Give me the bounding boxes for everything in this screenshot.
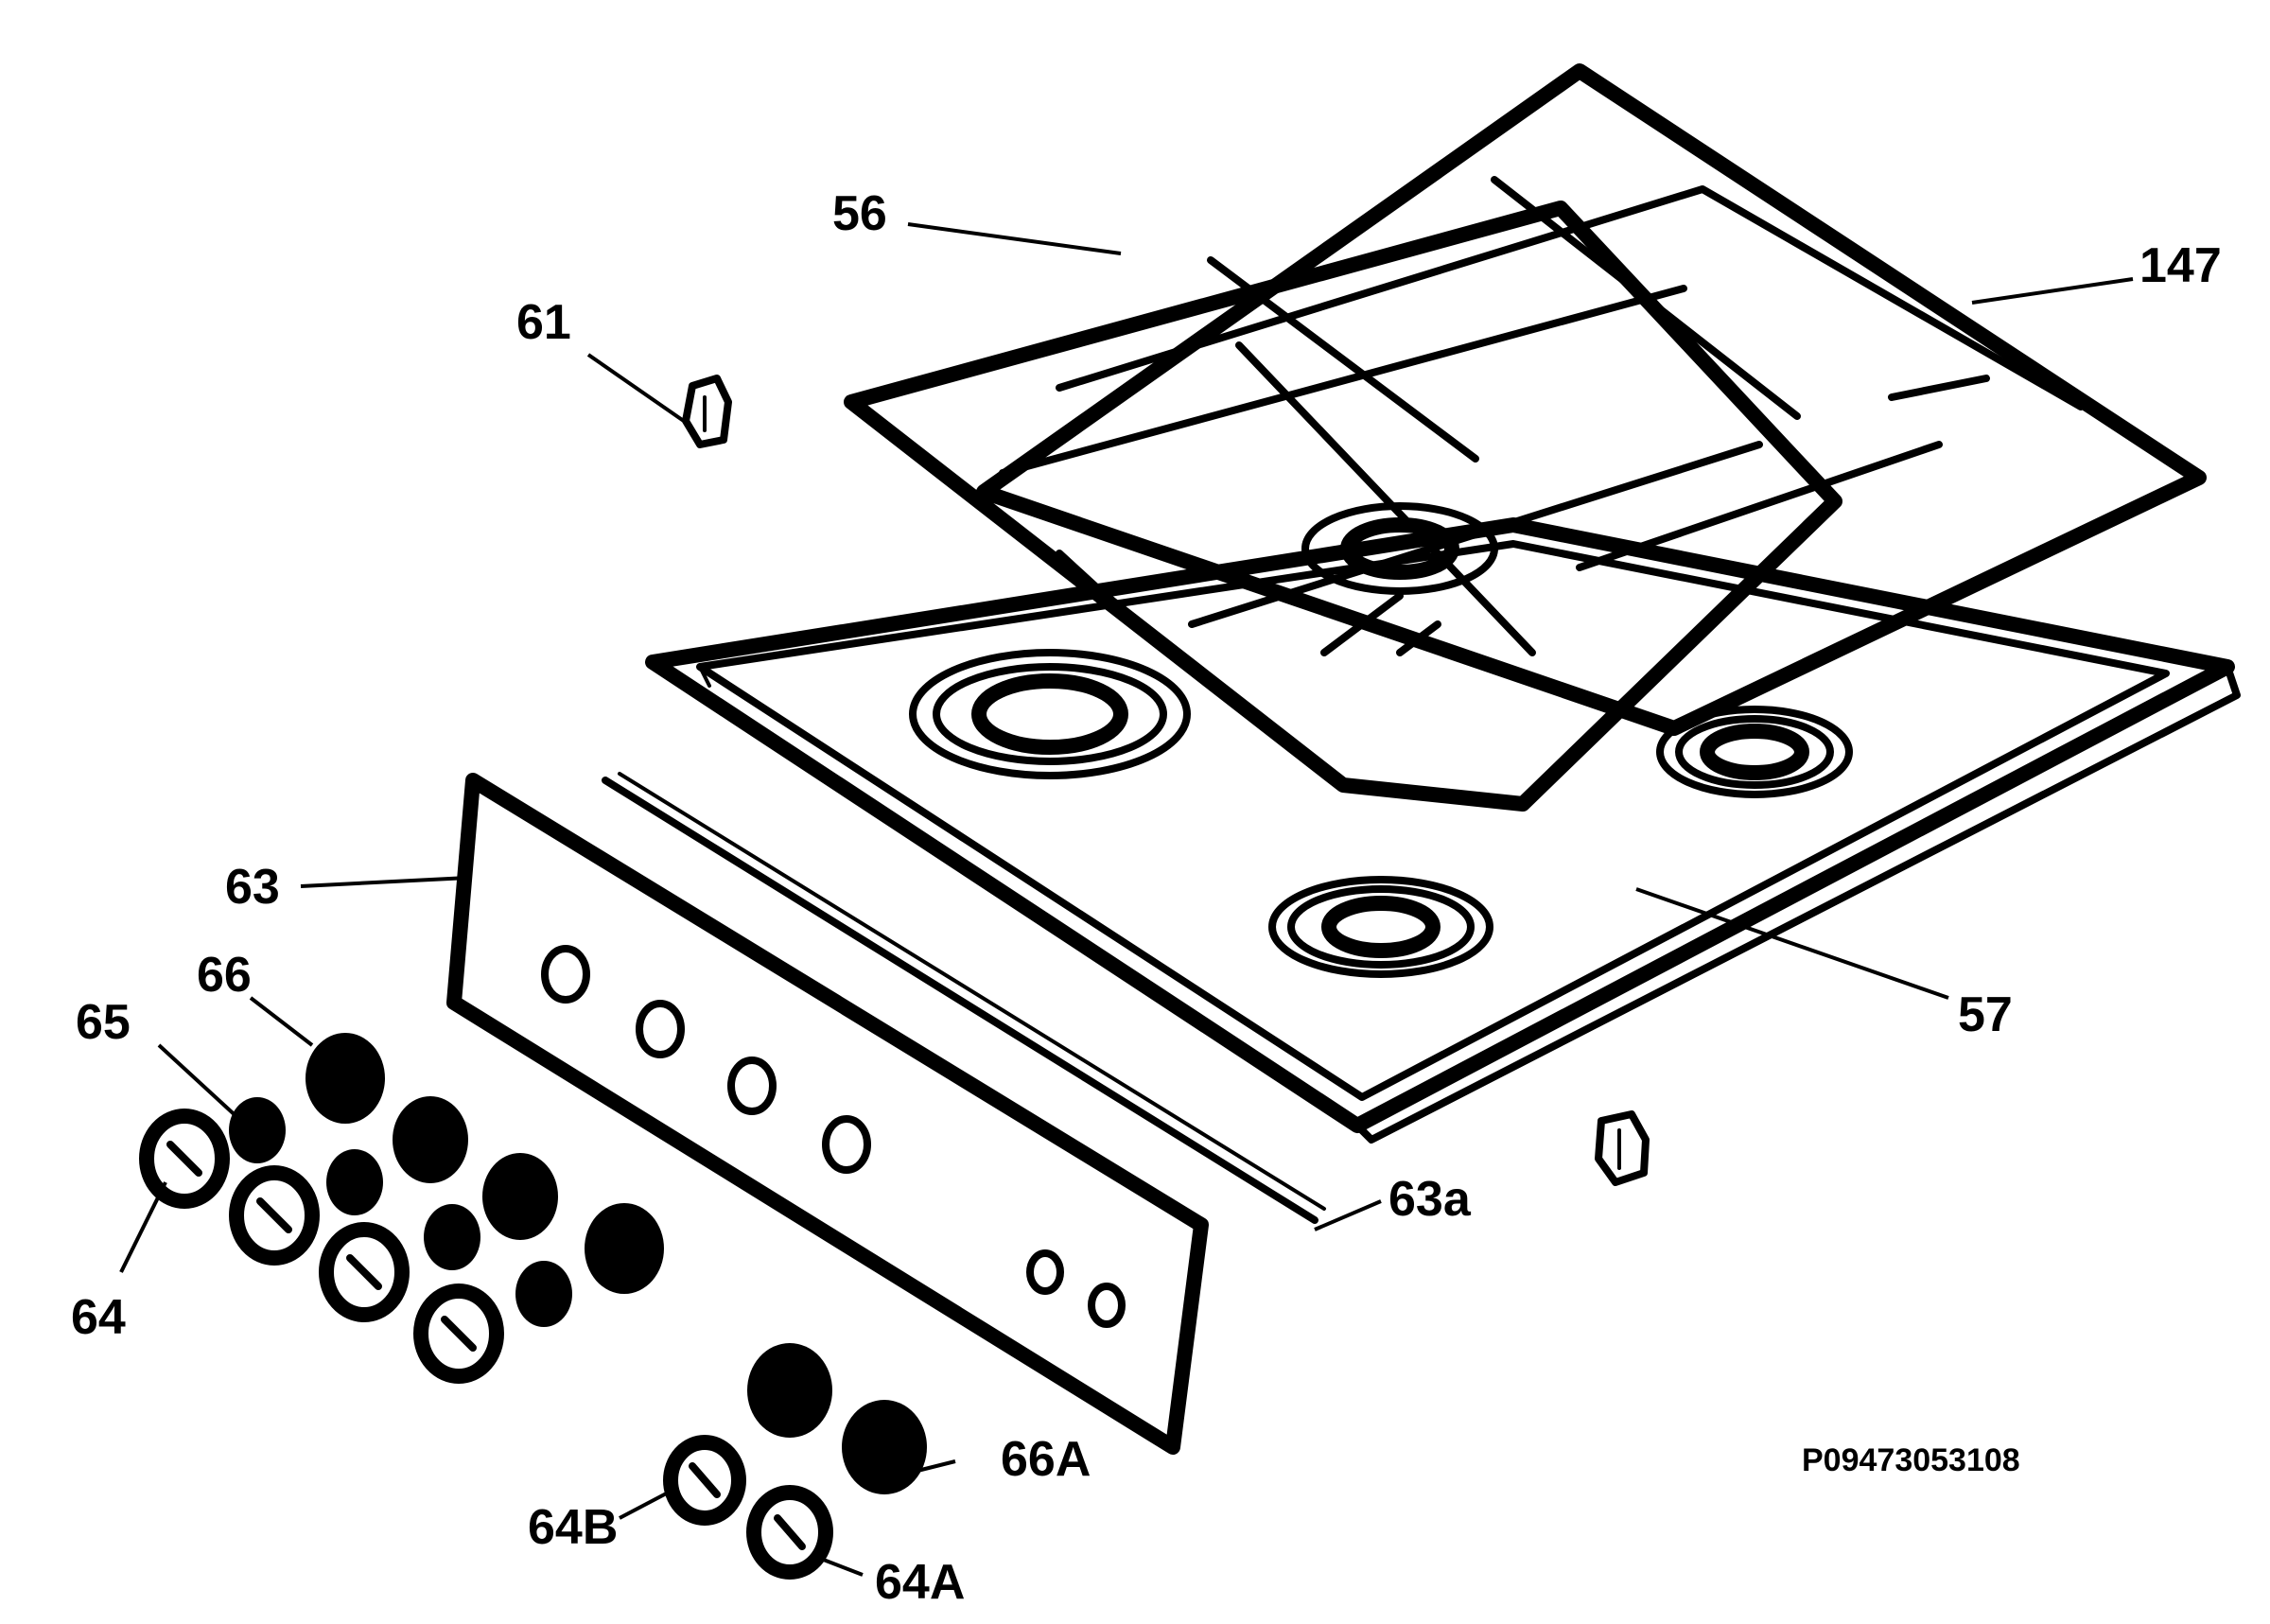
clip-part <box>682 375 732 448</box>
burner-rear <box>1301 502 1498 595</box>
clip-part-2 <box>1595 1110 1650 1186</box>
label-56: 56 <box>832 186 887 241</box>
burner-large <box>909 649 1191 779</box>
label-65: 65 <box>76 995 131 1050</box>
label-57: 57 <box>1958 987 2013 1042</box>
burner-right <box>1656 706 1853 798</box>
knob-64a <box>746 1485 833 1580</box>
drawing-code: P09473053108 <box>1802 1442 2020 1478</box>
label-147: 147 <box>2139 238 2222 293</box>
label-66A: 66A <box>1001 1432 1091 1487</box>
label-61: 61 <box>516 295 571 350</box>
leader-lines <box>119 222 2134 1577</box>
label-63: 63 <box>225 860 280 915</box>
control-panel <box>446 773 1209 1455</box>
control-knobs <box>139 1109 504 1384</box>
label-64A: 64A <box>875 1555 965 1610</box>
label-63a: 63a <box>1388 1172 1472 1227</box>
knob-64b <box>663 1435 746 1526</box>
knob-sleeves <box>229 1097 572 1327</box>
burner-front <box>1268 876 1493 978</box>
label-64: 64 <box>71 1290 126 1345</box>
label-64B: 64B <box>528 1500 618 1555</box>
pan-support-grid-right <box>976 63 2207 736</box>
pan-support-grid-left <box>844 201 1842 812</box>
label-66: 66 <box>197 948 252 1003</box>
seal-strip <box>602 777 1318 1224</box>
knob-caps <box>306 1033 927 1494</box>
hob-top-plate <box>645 502 2241 1144</box>
